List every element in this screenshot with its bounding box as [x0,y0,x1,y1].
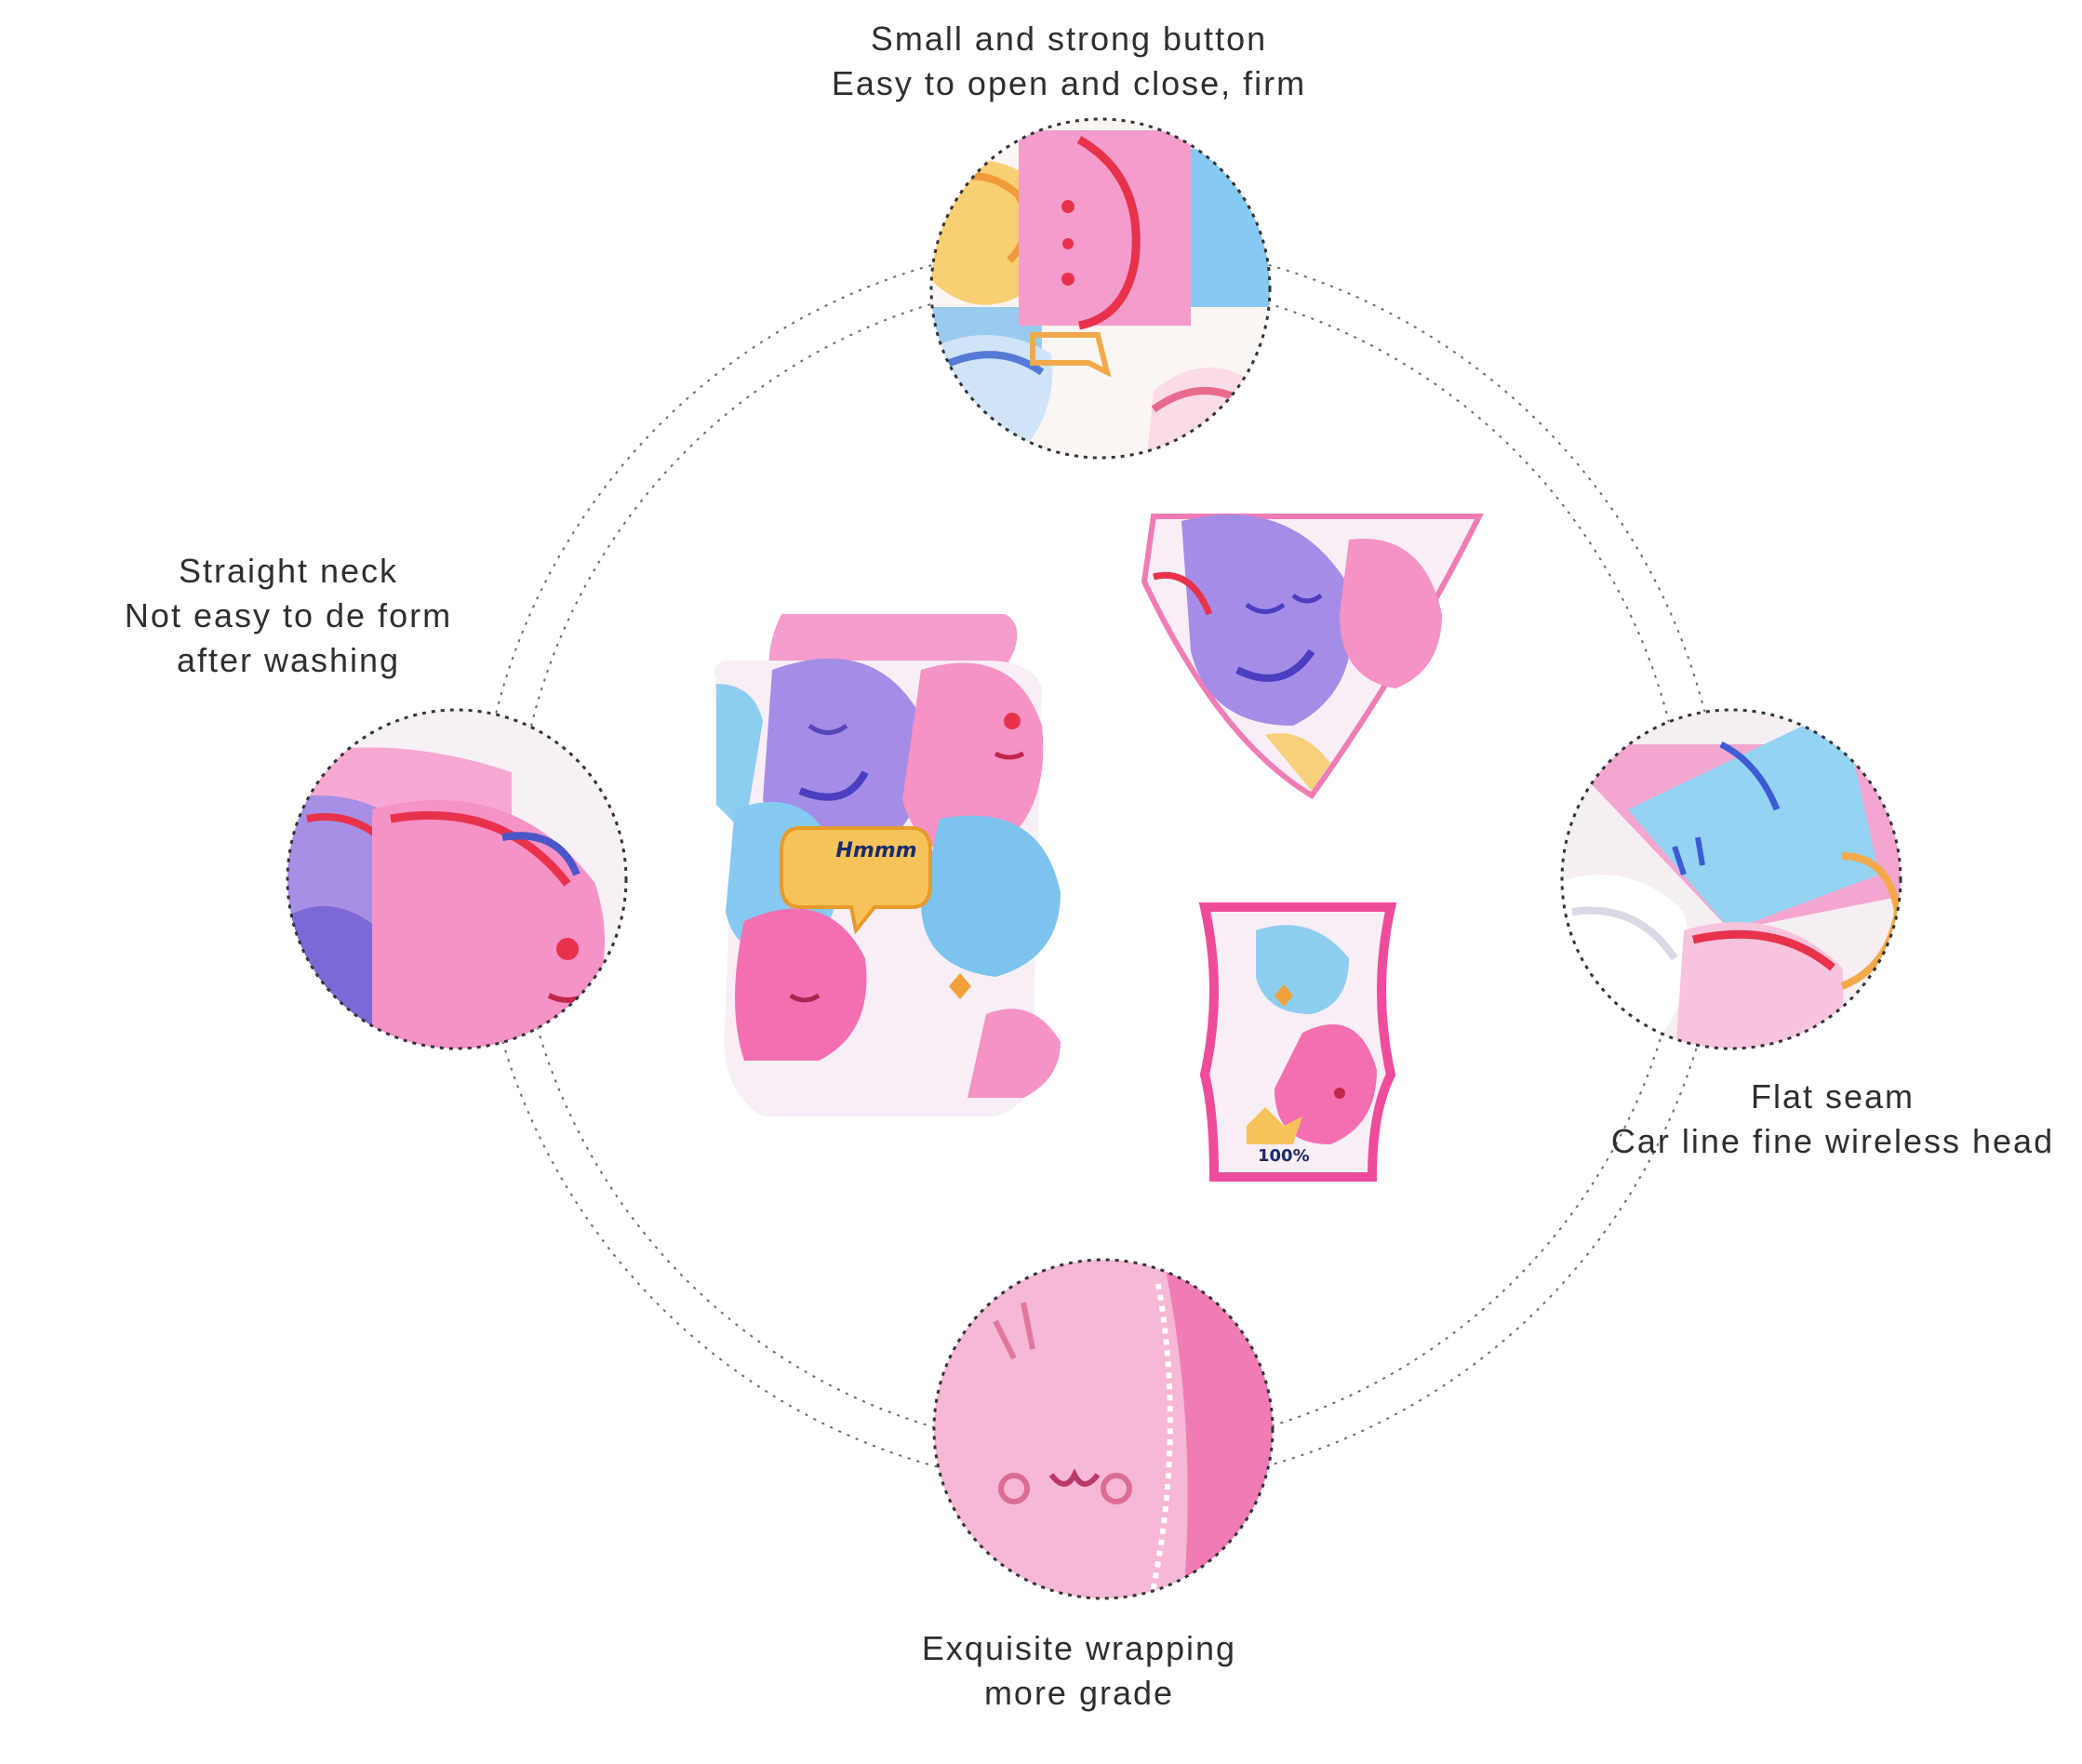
caption-seam-line2: Car line fine wireless head [1610,1122,2055,1160]
caption-seam-line1: Flat seam [1750,1077,1915,1116]
caption-button-line2: Easy to open and close, firm [831,64,1307,102]
product-bandana [1141,514,1484,799]
product-shirt [714,614,1061,1116]
caption-neck-line1: Straight neck [178,552,399,590]
shirt-badge-text: Hmmm [835,839,917,862]
caption-button-line1: Small and strong button [870,20,1268,58]
detail-circle-neck [286,708,628,1050]
caption-neck-line2: Not easy to de form [124,596,453,635]
caption-wrapping: Exquisite wrapping more grade [874,1626,1284,1716]
caption-wrapping-line1: Exquisite wrapping [921,1629,1237,1667]
caption-wrapping-line2: more grade [983,1674,1175,1712]
caption-neck-line3: after washing [176,641,401,679]
detail-circle-wrapping [932,1258,1275,1600]
caption-seam: Flat seam Car line fine wireless head [1609,1075,2056,1164]
detail-circle-button [929,117,1272,460]
caption-button: Small and strong button Easy to open and… [808,17,1329,106]
detail-circle-seam [1560,708,1902,1050]
caption-neck: Straight neck Not easy to de form after … [102,549,474,683]
bib-badge-text: 100% [1258,1146,1310,1166]
product-bib [1198,902,1397,1182]
